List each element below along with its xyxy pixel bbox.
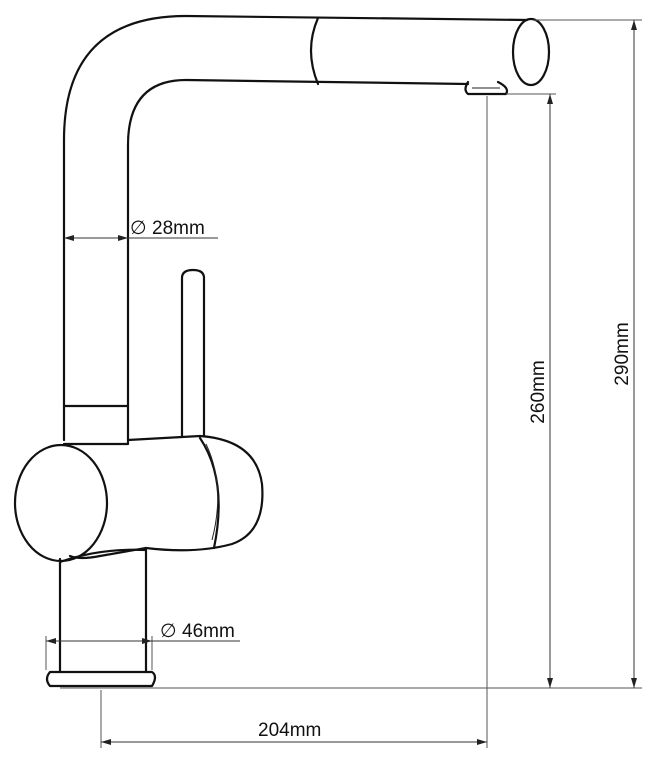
spout-outer-edge	[62, 14, 529, 442]
valve-body-ring	[198, 436, 220, 550]
faucet-outline	[13, 14, 551, 688]
lower-neck	[58, 548, 148, 674]
neck-join	[58, 548, 148, 564]
reach-label: 204mm	[258, 720, 321, 741]
base-diameter-label: 46mm	[182, 621, 235, 642]
valve-body-ring-inner	[205, 443, 219, 541]
base-plate	[45, 670, 157, 688]
spout-diameter-label: 28mm	[152, 218, 205, 239]
base-diameter-dimension: ∅ 46mm	[45, 621, 240, 670]
spout-height-label: 260mm	[528, 360, 549, 423]
spout-inner-edge	[126, 78, 470, 442]
aerator-nozzle	[464, 80, 509, 96]
lever-handle	[180, 268, 206, 438]
spout-tip	[511, 17, 551, 87]
total-height-label: 290mm	[612, 322, 633, 385]
valve-body	[62, 434, 264, 560]
side-cap	[13, 443, 109, 563]
reach-dimension: 204mm	[100, 96, 488, 748]
base-diameter-symbol: ∅	[160, 621, 177, 642]
spout-height-dimension: 260mm	[60, 93, 642, 689]
total-height-dimension: 290mm	[534, 19, 642, 688]
spout-diameter-dimension: ∅ 28mm	[64, 218, 218, 241]
spout-diameter-symbol: ∅	[130, 218, 147, 239]
spout-head-seam	[309, 16, 320, 86]
